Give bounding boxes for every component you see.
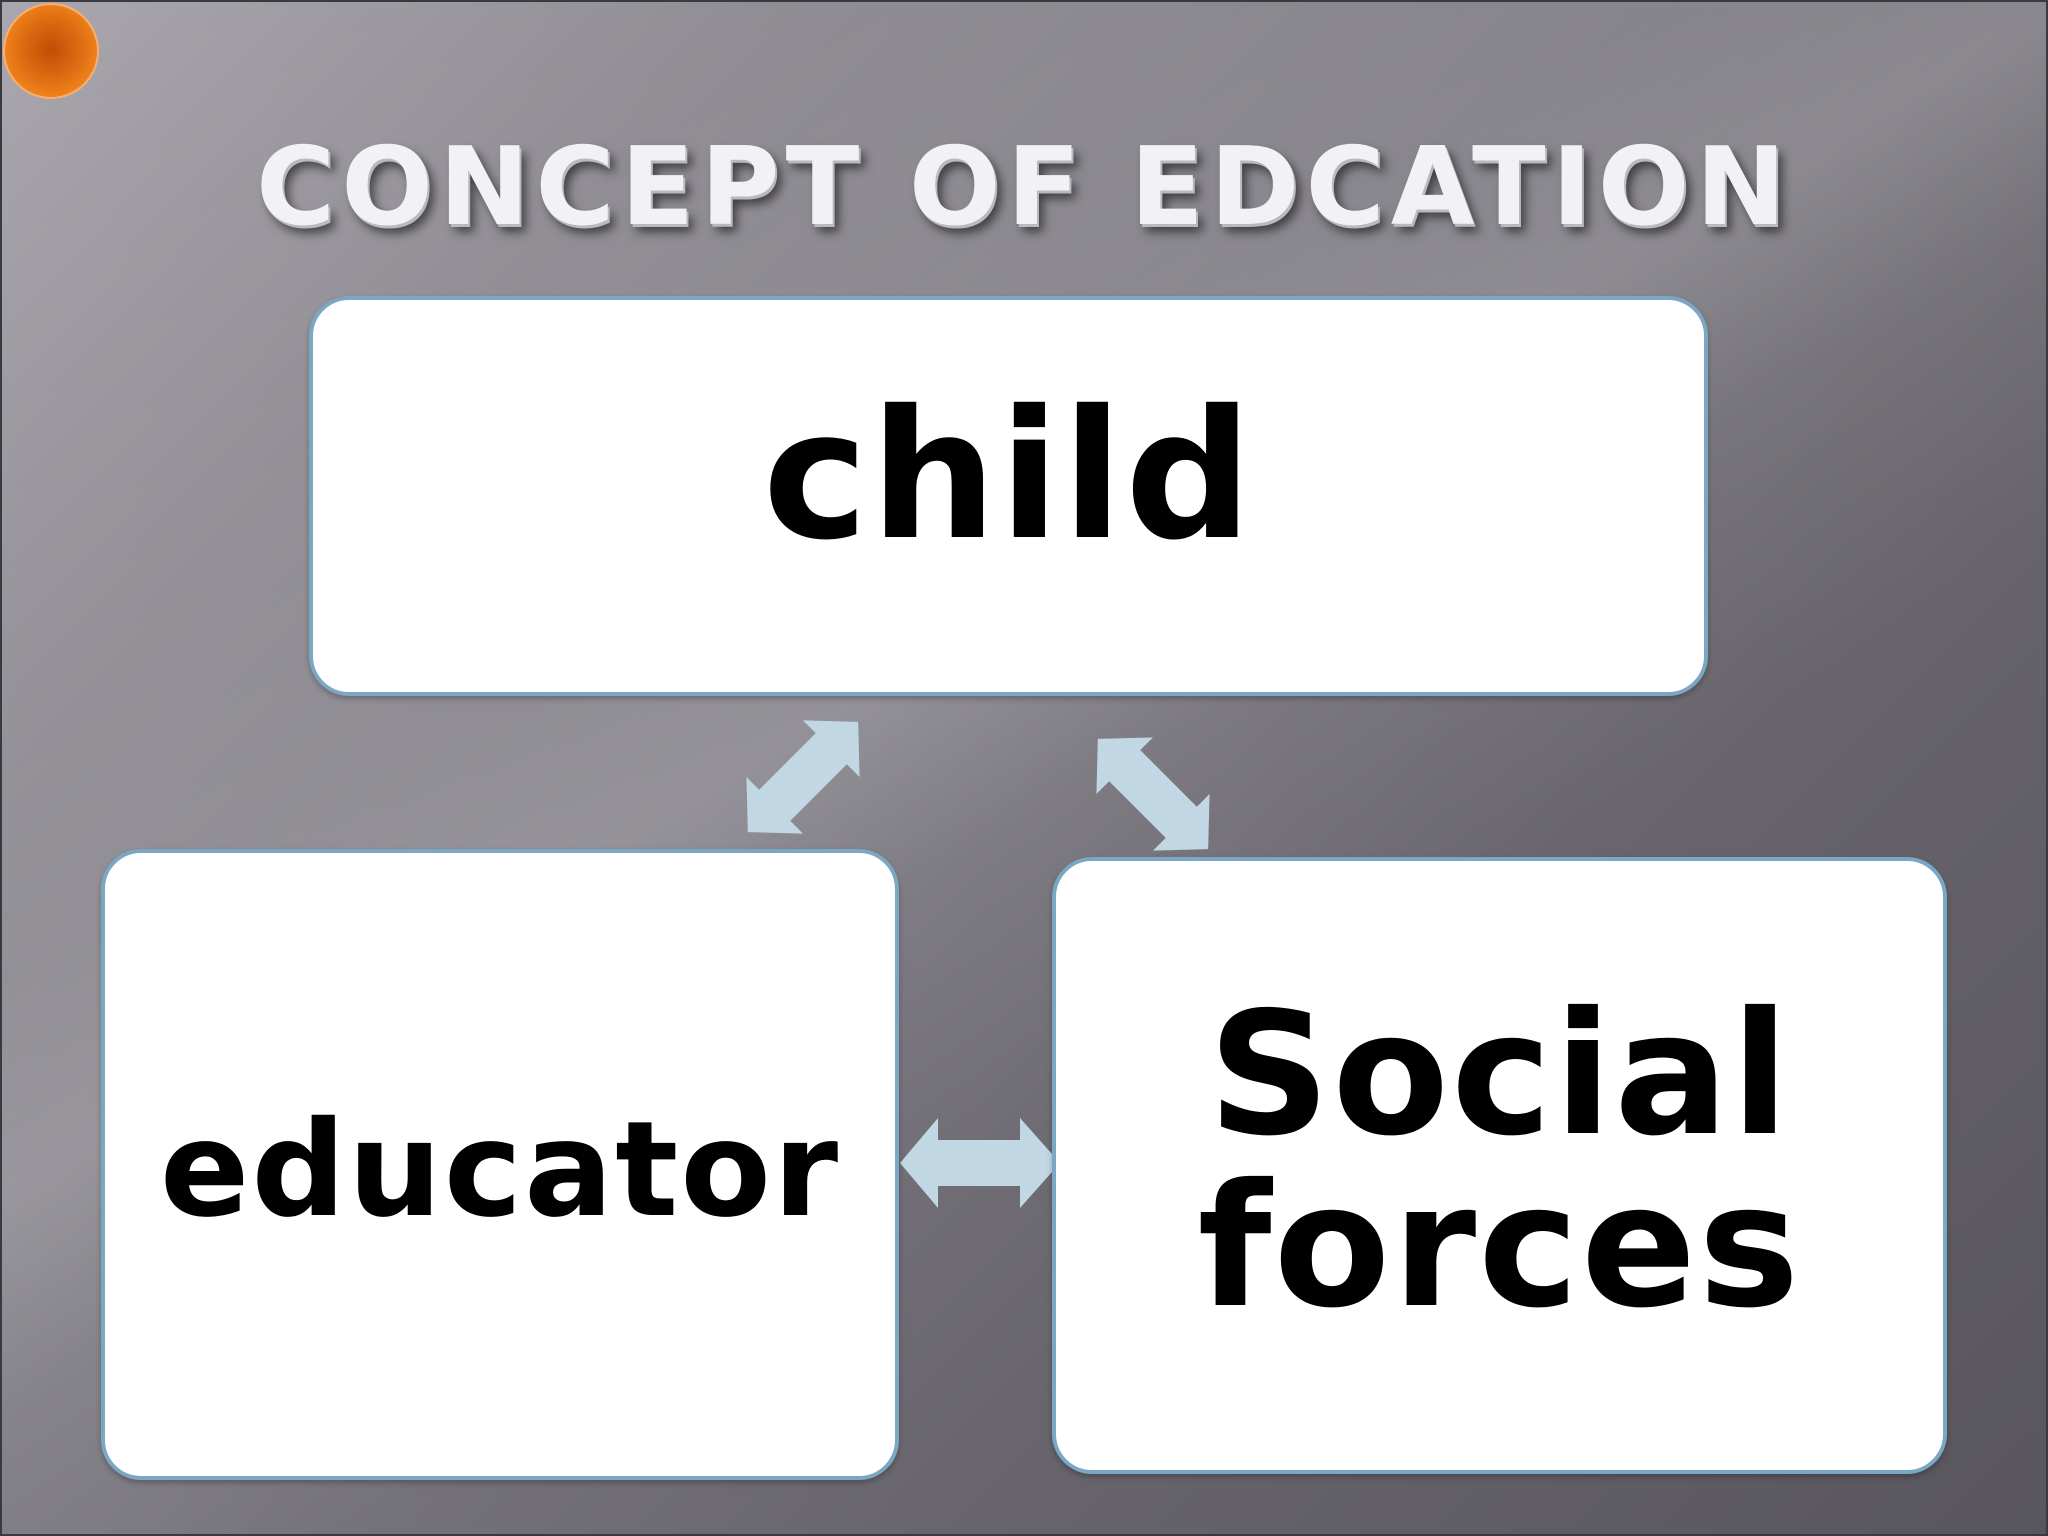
child-social-arrow — [1096, 737, 1210, 851]
educator-social-arrow — [900, 1118, 1060, 1208]
educator-label: educator — [159, 1092, 841, 1247]
orange-orb-icon — [3, 3, 99, 99]
educator-node: educator — [101, 849, 899, 1480]
child-educator-arrow — [746, 720, 860, 834]
child-label: child — [762, 372, 1255, 579]
slide-title: CONCEPT OF EDCATION — [255, 125, 1793, 250]
social-forces-label: Social forces — [1197, 975, 1802, 1346]
child-node: child — [309, 296, 1708, 696]
social-forces-node: Social forces — [1052, 857, 1947, 1474]
